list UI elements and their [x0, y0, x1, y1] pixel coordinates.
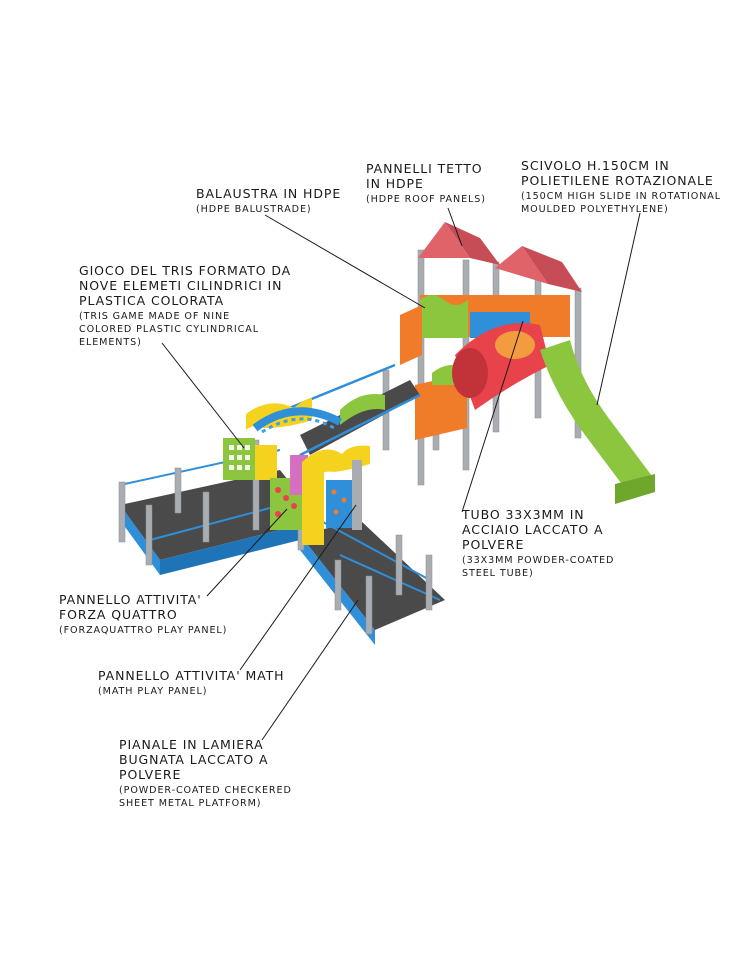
callout-balustrade-subtitle: (HDPE BALUSTRADE) [196, 204, 312, 215]
callout-tris-subtitle: (TRIS GAME MADE OF NINE COLORED PLASTIC … [79, 311, 259, 348]
roof-panels [418, 222, 582, 292]
callout-steel-tube: TUBO 33X3MM IN ACCIAIO LACCATO A POLVERE… [462, 507, 652, 580]
callout-forza-quattro: PANNELLO ATTIVITA' FORZA QUATTRO (FORZAQ… [59, 592, 259, 637]
callout-math-subtitle: (MATH PLAY PANEL) [98, 686, 208, 697]
callout-tube-subtitle: (33X3MM POWDER-COATED STEEL TUBE) [462, 555, 615, 579]
tube-slide [452, 323, 550, 410]
callout-math-panel: PANNELLO ATTIVITA' MATH (MATH PLAY PANEL… [98, 668, 318, 698]
straight-slide [540, 340, 655, 504]
callout-tris-title: GIOCO DEL TRIS FORMATO DA NOVE ELEMETI C… [79, 263, 292, 308]
callout-forza-title: PANNELLO ATTIVITA' FORZA QUATTRO [59, 592, 202, 622]
callout-tris-game: GIOCO DEL TRIS FORMATO DA NOVE ELEMETI C… [79, 263, 309, 349]
callout-math-title: PANNELLO ATTIVITA' MATH [98, 668, 285, 683]
callout-platform-title: PIANALE IN LAMIERA BUGNATA LACCATO A POL… [119, 737, 269, 782]
callout-platform-subtitle: (POWDER-COATED CHECKERED SHEET METAL PLA… [119, 785, 292, 809]
callout-balustrade-title: BALAUSTRA IN HDPE [196, 186, 342, 201]
callout-forza-subtitle: (FORZAQUATTRO PLAY PANEL) [59, 625, 228, 636]
callout-balustrade: BALAUSTRA IN HDPE (HDPE BALUSTRADE) [196, 186, 366, 216]
callout-roof-title: PANNELLI TETTO IN HDPE [366, 161, 483, 191]
callout-platform: PIANALE IN LAMIERA BUGNATA LACCATO A POL… [119, 737, 329, 810]
callout-roof-subtitle: (HDPE ROOF PANELS) [366, 194, 486, 205]
central-tower [223, 398, 370, 545]
callout-tube-title: TUBO 33X3MM IN ACCIAIO LACCATO A POLVERE [462, 507, 604, 552]
callout-slide-subtitle: (150CM HIGH SLIDE IN ROTATIONAL MOULDED … [521, 191, 722, 215]
callout-roof-panels: PANNELLI TETTO IN HDPE (HDPE ROOF PANELS… [366, 161, 516, 206]
callout-slide-title: SCIVOLO H.150CM IN POLIETILENE ROTAZIONA… [521, 158, 714, 188]
leader-lines [161, 207, 641, 741]
callout-slide: SCIVOLO H.150CM IN POLIETILENE ROTAZIONA… [521, 158, 722, 216]
